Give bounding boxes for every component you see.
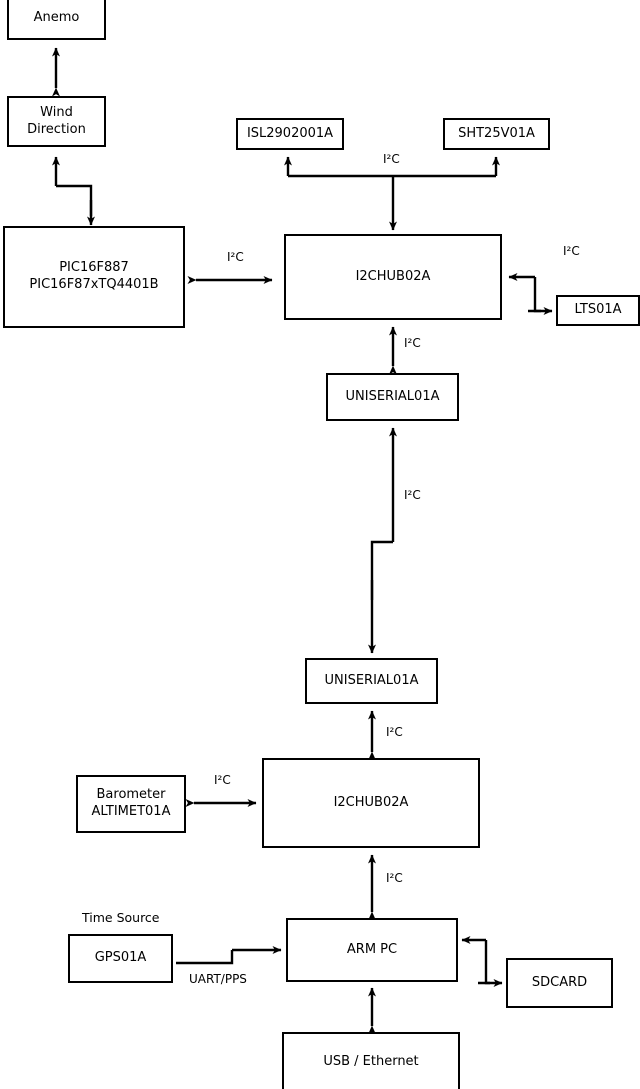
node-barometer-altimet01a-label: Barometer ALTIMET01A	[91, 787, 171, 819]
node-anemo-label: Anemo	[33, 9, 80, 25]
node-sht25v01a-label: SHT25V01A	[458, 125, 535, 141]
node-usb-ethernet-label: USB / Ethernet	[323, 1053, 419, 1069]
node-lts01a[interactable]: LTS01A	[556, 295, 640, 326]
node-pic-mcu-label: PIC16F887 PIC16F87xTQ4401B	[29, 260, 159, 292]
node-uniserial01a-bottom-label: UNISERIAL01A	[324, 672, 419, 688]
wire-wind-jog	[56, 184, 93, 216]
edge-label-i2c-pic-hub: I²C	[227, 250, 244, 264]
node-sht25v01a[interactable]: SHT25V01A	[443, 118, 550, 150]
wire-gps-jog	[176, 950, 234, 965]
edge-label-i2c-isl-sht: I²C	[383, 152, 400, 166]
node-usb-ethernet[interactable]: USB / Ethernet	[282, 1032, 460, 1089]
node-isl2902001a-label: ISL2902001A	[246, 125, 334, 141]
node-gps01a-label: GPS01A	[94, 950, 147, 966]
node-lts01a-label: LTS01A	[574, 302, 622, 318]
node-arm-pc-label: ARM PC	[346, 941, 398, 957]
node-isl2902001a[interactable]: ISL2902001A	[236, 118, 344, 150]
edge-label-i2c-hub2-arm: I²C	[386, 871, 403, 885]
wire-lts-jog	[533, 277, 541, 313]
node-i2chub02a-bottom-label: I2CHUB02A	[333, 794, 409, 810]
node-uniserial01a-bottom[interactable]: UNISERIAL01A	[305, 658, 438, 704]
node-uniserial01a-top-label: UNISERIAL01A	[345, 388, 440, 404]
edge-label-i2c-uniserial-hub2: I²C	[386, 725, 403, 739]
edge-label-i2c-hub-uniserial: I²C	[404, 336, 421, 350]
node-i2chub02a-top[interactable]: I2CHUB02A	[284, 234, 502, 320]
node-anemo[interactable]: Anemo	[7, 0, 106, 40]
edge-label-i2c-barometer-hub2: I²C	[214, 773, 231, 787]
edge-label-i2c-uniserial-link: I²C	[404, 488, 421, 502]
node-i2chub02a-bottom[interactable]: I2CHUB02A	[262, 758, 480, 848]
node-uniserial01a-top[interactable]: UNISERIAL01A	[326, 373, 459, 421]
node-sdcard-label: SDCARD	[531, 974, 588, 990]
node-arm-pc[interactable]: ARM PC	[286, 918, 458, 982]
wire-sd-jog	[484, 940, 490, 985]
node-wind-direction[interactable]: Wind Direction	[7, 96, 106, 147]
label-time-source: Time Source	[82, 910, 160, 925]
node-sdcard[interactable]: SDCARD	[506, 958, 613, 1008]
wire-uniserial-jog	[370, 540, 393, 600]
node-barometer-altimet01a[interactable]: Barometer ALTIMET01A	[76, 775, 186, 833]
node-gps01a[interactable]: GPS01A	[68, 934, 173, 983]
node-i2chub02a-top-label: I2CHUB02A	[355, 268, 431, 284]
edge-label-uart-pps: UART/PPS	[189, 972, 247, 986]
node-wind-direction-label: Wind Direction	[27, 104, 86, 137]
node-pic-mcu[interactable]: PIC16F887 PIC16F87xTQ4401B	[3, 226, 185, 328]
edge-label-i2c-hub-lts: I²C	[563, 244, 580, 258]
